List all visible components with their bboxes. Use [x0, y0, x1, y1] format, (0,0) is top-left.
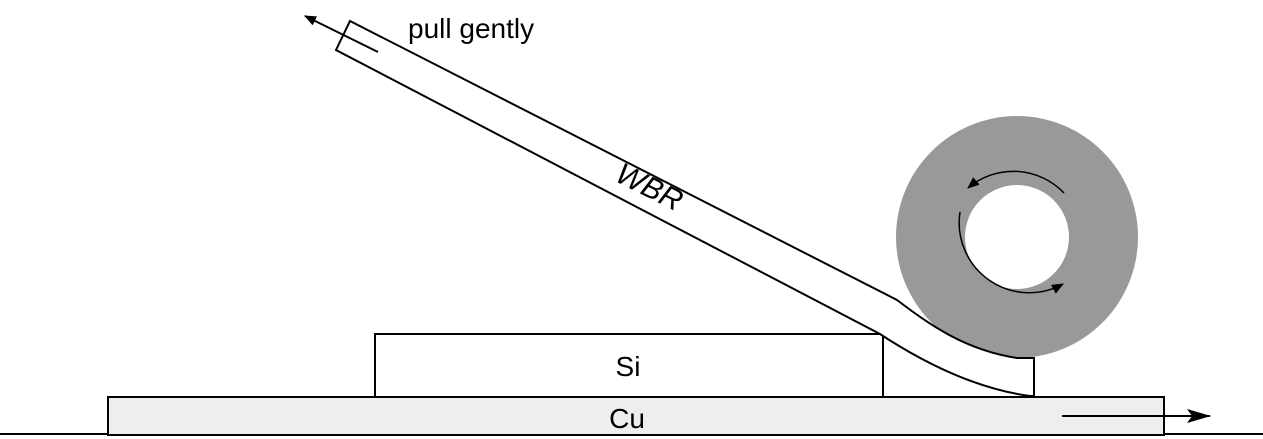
pull-arrow-icon	[304, 15, 379, 53]
si-label: Si	[616, 351, 641, 382]
wbr-tape	[334, 19, 1035, 397]
si-chip	[374, 333, 884, 398]
tape-roller	[896, 116, 1138, 358]
pull-gently-label: pull gently	[408, 13, 534, 44]
cu-label: Cu	[609, 403, 645, 434]
roller-rotation-icon	[958, 170, 1065, 294]
